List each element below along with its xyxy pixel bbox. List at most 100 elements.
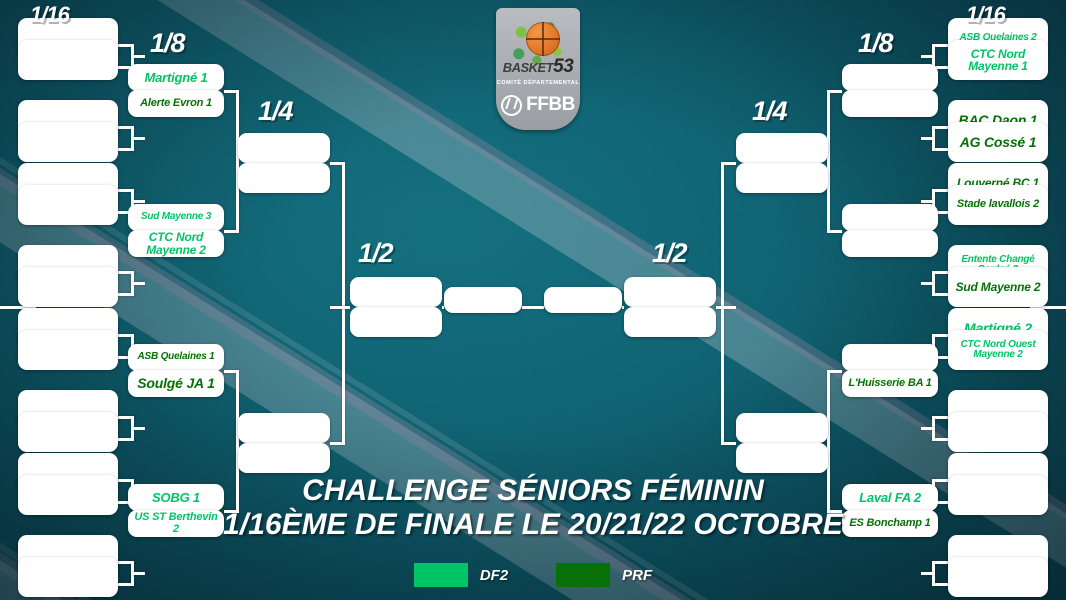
slot-team-name: SOBG 1 (152, 489, 200, 505)
left-r16-slot-16 (18, 557, 118, 597)
connector-horizontal (932, 271, 948, 274)
connector-horizontal (932, 479, 948, 482)
poster-title-line1: CHALLENGE SÉNIORS FÉMININ (302, 474, 764, 507)
left-r4-slot-4 (238, 443, 330, 473)
right-r8-slot-6: L'Huisserie BA 1 (842, 370, 938, 397)
legend-swatch-df2 (413, 563, 468, 587)
logo-number-text: 53 (553, 56, 574, 77)
left-r8-slot-5: ASB Quelaines 1 (128, 344, 224, 371)
connector-horizontal (533, 306, 544, 309)
connector-horizontal (0, 306, 36, 309)
connector-vertical (721, 162, 724, 445)
connector-vertical (236, 369, 239, 513)
connector-horizontal (932, 356, 948, 359)
connector-horizontal (118, 293, 134, 296)
connector-horizontal (932, 211, 948, 214)
left-r8-slot-1: Martigné 1 (128, 64, 224, 91)
left-r16-slot-4 (18, 122, 118, 162)
connector-horizontal (622, 306, 624, 309)
connector-horizontal (330, 162, 344, 165)
right-r4-slot-2 (736, 163, 828, 193)
connector-horizontal (118, 561, 134, 564)
connector-horizontal (118, 583, 134, 586)
connector-horizontal (932, 44, 948, 47)
slot-team-name: AG Cossé 1 (959, 133, 1037, 150)
connector-horizontal (131, 572, 145, 575)
right-r4-slot-4 (736, 443, 828, 473)
slot-team-name: Stade lavallois 2 (956, 198, 1040, 211)
logo-subtitle: COMITÉ DÉPARTEMENTAL (496, 80, 580, 86)
round-label-right-1-16: 1/16 (966, 2, 1006, 27)
basketball-icon (526, 22, 560, 56)
connector-horizontal (330, 306, 350, 309)
connector-horizontal (224, 89, 238, 93)
connector-horizontal (1030, 306, 1066, 309)
right-r16-slot-2: CTC Nord Mayenne 1 (948, 40, 1048, 80)
slot-team-name: L'Huisserie BA 1 (848, 376, 932, 389)
connector-horizontal (932, 501, 948, 504)
connector-horizontal (932, 66, 948, 69)
connector-horizontal (932, 334, 948, 337)
connector-horizontal (330, 442, 344, 445)
connector-horizontal (921, 55, 935, 58)
connector-horizontal (932, 189, 948, 192)
connector-horizontal (932, 293, 948, 296)
connector-vertical (342, 162, 345, 445)
ffbb-logo-icon (501, 94, 523, 116)
slot-team-name: Soulgé JA 1 (137, 375, 215, 392)
round-label-left-1-8: 1/8 (150, 28, 186, 58)
logo-basket-text: BASKET (502, 60, 554, 75)
right-r4-slot-3 (736, 413, 828, 443)
connector-vertical (827, 89, 830, 233)
connector-horizontal (224, 509, 238, 513)
connector-horizontal (522, 306, 533, 309)
connector-horizontal (932, 148, 948, 151)
left-r8-slot-6: Soulgé JA 1 (128, 370, 224, 397)
connector-horizontal (118, 148, 134, 151)
left-r8-slot-2: Alerte Evron 1 (128, 90, 224, 117)
connector-horizontal (932, 583, 948, 586)
connector-horizontal (118, 501, 134, 504)
connector-horizontal (722, 162, 736, 165)
right-r16-slot-10: CTC Nord Ouest Mayenne 2 (948, 330, 1048, 370)
right-r8-slot-3 (842, 204, 938, 231)
connector-horizontal (118, 189, 134, 192)
round-label-right-1-4: 1/4 (752, 96, 788, 126)
right-r2-slot-2 (624, 307, 716, 337)
round-label-left-1-2: 1/2 (358, 238, 394, 268)
slot-team-name: ES Bonchamp 1 (849, 516, 931, 529)
connector-horizontal (828, 229, 842, 233)
connector-horizontal (118, 211, 134, 214)
poster-title-line2: 1/16ÈME DE FINALE LE 20/21/22 OCTOBRE (223, 508, 843, 541)
connector-horizontal (236, 162, 238, 165)
left-r4-slot-3 (238, 413, 330, 443)
connector-horizontal (118, 479, 134, 482)
connector-horizontal (224, 229, 238, 233)
connector-horizontal (131, 200, 145, 203)
right-r8-slot-2 (842, 90, 938, 117)
slot-team-name: Alerte Evron 1 (140, 96, 212, 109)
right-r8-slot-8: ES Bonchamp 1 (842, 510, 938, 537)
left-r2-slot-2 (350, 307, 442, 337)
connector-horizontal (118, 126, 134, 129)
left-r16-slot-2 (18, 40, 118, 80)
connector-vertical (236, 89, 239, 233)
slot-team-name: Martigné 1 (144, 69, 208, 85)
slot-team-name: CTC Nord Ouest Mayenne 2 (960, 338, 1036, 360)
slot-team-name: CTC Nord Mayenne 2 (146, 230, 206, 257)
right-r16-slot-4: AG Cossé 1 (948, 122, 1048, 162)
connector-horizontal (932, 416, 948, 419)
slot-team-name: ASB Quelaines 1 (137, 351, 215, 363)
legend-item-prf: PRF (556, 563, 652, 587)
round-label-right-1-2: 1/2 (652, 238, 688, 268)
connector-horizontal (921, 282, 935, 285)
connector-horizontal (131, 427, 145, 430)
connector-horizontal (716, 306, 736, 309)
connector-horizontal (131, 55, 145, 58)
connector-horizontal (442, 306, 444, 309)
legend: DF2 PRF (0, 563, 1066, 587)
round-label-left-1-4: 1/4 (258, 96, 294, 126)
connector-horizontal (932, 438, 948, 441)
